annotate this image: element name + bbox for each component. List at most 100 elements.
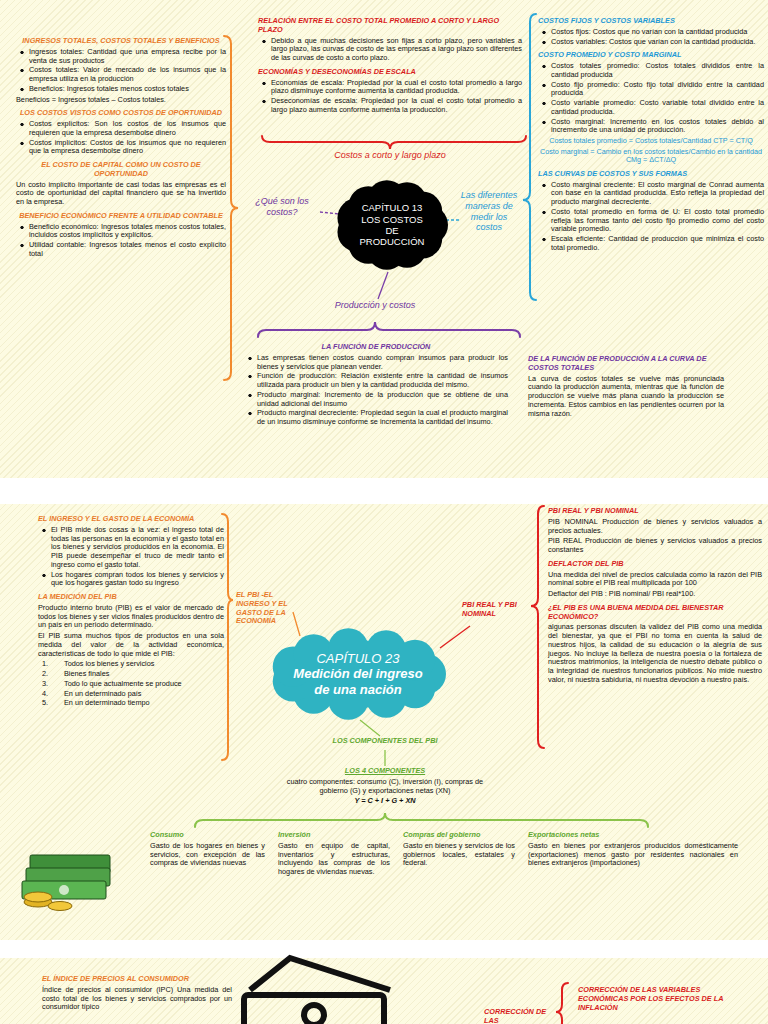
banknote-icon — [244, 958, 390, 1024]
text-group: Las diferentes maneras de medir los cost… — [460, 190, 518, 233]
text-group: Compras del gobiernoGasto en bienes y se… — [403, 826, 515, 870]
bullet-text: Costos fijos: Costos que no varían con l… — [538, 28, 764, 37]
section-heading: COSTO PROMEDIO Y COSTO MARGINAL — [538, 51, 764, 60]
banknote-outline — [250, 958, 390, 990]
text-group: DE LA FUNCIÓN DE PRODUCCIÓN A LA CURVA D… — [528, 350, 724, 420]
cloud-node: CAPÍTULO 23Medición del ingreso de una n… — [270, 628, 446, 720]
section-heading: LOS COMPONENTES DEL PBI — [300, 737, 470, 746]
bullet-text: Producto marginal: Incremento de la prod… — [244, 391, 508, 409]
bullet-text: Debido a que muchas decisiones son fijas… — [258, 37, 522, 63]
formula-text: cuatro componentes: consumo (C), inversi… — [280, 778, 490, 796]
bullet-text: Economías de escala: Propiedad por la cu… — [258, 79, 522, 97]
bullet-text: Escala eficiente: Cantidad de producción… — [538, 235, 764, 253]
text-group: INGRESOS TOTALES, COSTOS TOTALES Y BENEF… — [16, 32, 226, 260]
node-text-box: CAPÍTULO 23Medición del ingreso de una n… — [270, 628, 446, 720]
section-heading: Exportaciones netas — [528, 831, 738, 840]
banknote-outline — [244, 995, 384, 1024]
bullet-text: Costos totales promedio: Costos totales … — [538, 62, 764, 80]
section-heading: RELACIÓN ENTRE EL COSTO TOTAL PROMEDIO A… — [258, 17, 522, 35]
section-heading: LAS CURVAS DE COSTOS Y SUS FORMAS — [538, 170, 764, 179]
section-heading: Inversión — [278, 831, 390, 840]
section-heading: COSTOS FIJOS Y COSTOS VARIABLES — [538, 17, 764, 26]
list-number: 3. — [38, 680, 64, 689]
text-group: ConsumoGasto de los hogares en bienes y … — [150, 826, 265, 870]
leader-line — [440, 626, 470, 648]
paragraph: algunas personas discuten la validez del… — [548, 623, 762, 684]
text-group: LA FUNCIÓN DE PRODUCCIÓN Las empresas tie… — [244, 338, 508, 428]
text-group: Producción y costos — [300, 300, 450, 311]
bullet-text: Costos totales: Valor de mercado de los … — [16, 66, 226, 84]
paragraph: PIB REAL Producción de bienes y servicio… — [548, 537, 762, 555]
section-gap — [0, 940, 768, 958]
paragraph: Beneficios = Ingresos totales – Costos t… — [16, 96, 226, 105]
curly-bracket — [224, 36, 238, 380]
bullet-text: Deseconomías de escala: Propiedad por la… — [258, 97, 522, 115]
list-item: En un determinado tiempo — [64, 699, 150, 708]
list-item: Todo lo que actualmente se produce — [64, 680, 182, 689]
text-group: LOS COMPONENTES DEL PBI — [300, 732, 470, 748]
curly-bracket — [195, 813, 648, 827]
bullet-text: Beneficio económico: Ingresos totales me… — [16, 223, 226, 241]
bullet-text: Costo variable promedio: Costo variable … — [538, 99, 764, 117]
curly-bracket — [262, 136, 526, 149]
text-group: CORRECCIÓN DE LAS — [484, 1003, 556, 1024]
text-group: COSTOS FIJOS Y COSTOS VARIABLES Costos fi… — [538, 12, 764, 254]
paragraph: Un costo implícito importante de casi to… — [16, 181, 226, 207]
bullet-text: Costo marginal: Incremento en los costos… — [538, 118, 764, 136]
list-item: En un determinado país — [64, 690, 141, 699]
bullet-text: Utilidad contable: Ingresos totales meno… — [16, 241, 226, 259]
section-heading: Compras del gobierno — [403, 831, 515, 840]
leader-line — [446, 219, 460, 220]
coin — [24, 892, 52, 902]
section-heading: Consumo — [150, 831, 265, 840]
bullet-text: Costos variables: Costos que varían con … — [538, 38, 764, 47]
text-group: CORRECCIÓN DE LAS VARIABLES ECONÓMICAS P… — [578, 981, 738, 1014]
paragraph: Producto interno bruto (PIB) es el valor… — [38, 604, 224, 630]
list-row: 1.Todos los bienes y servicios — [38, 660, 224, 669]
banknote-seal — [304, 1005, 324, 1024]
section-heading: CORRECCIÓN DE LAS VARIABLES ECONÓMICAS P… — [578, 986, 738, 1012]
paragraph: Índice de precios al consumidor (IPC) Un… — [42, 986, 232, 1012]
section-heading: EL COSTO DE CAPITAL COMO UN COSTO DE OPO… — [16, 161, 226, 179]
section-heading: LOS COSTOS VISTOS COMO COSTOS DE OPORTUN… — [16, 109, 226, 118]
bullet-text: Ingresos totales: Cantidad que una empre… — [16, 48, 226, 66]
bullet-text: Costo marginal creciente: El costo margi… — [538, 181, 764, 207]
formula-text: Y = C + I + G + XN — [280, 797, 490, 806]
money-illustration — [22, 855, 110, 911]
coin — [48, 902, 72, 911]
section-heading: INGRESOS TOTALES, COSTOS TOTALES Y BENEF… — [16, 37, 226, 46]
branch-label: Costos a corto y largo plazo — [300, 150, 480, 161]
section-heading: LOS 4 COMPONENTES — [280, 767, 490, 776]
section-heading: PBI REAL Y PBI NOMINAL — [462, 601, 526, 619]
leader-line — [293, 612, 300, 636]
node-text-box: CAPÍTULO 13 LOS COSTOS DE PRODUCCIÓN — [336, 180, 448, 270]
text-group: LOS 4 COMPONENTES cuatro componentes: con… — [280, 762, 490, 808]
section-heading: LA FUNCIÓN DE PRODUCCIÓN — [244, 343, 508, 352]
list-number: 5. — [38, 699, 64, 708]
bullet-text: Costo fijo promedio: Costo fijo total di… — [538, 81, 764, 99]
curly-bracket — [523, 14, 536, 300]
list-row: 3.Todo lo que actualmente se produce — [38, 680, 224, 689]
section-heading: DE LA FUNCIÓN DE PRODUCCIÓN A LA CURVA D… — [528, 355, 724, 373]
leader-line — [360, 720, 380, 736]
section-heading: ¿EL PIB ES UNA BUENA MEDIDA DEL BIENESTA… — [548, 604, 762, 622]
text-group: PBI REAL Y PBI NOMINALPIB NOMINAL Produc… — [548, 502, 762, 687]
text-group: PBI REAL Y PBI NOMINAL — [462, 596, 526, 621]
paragraph: Una medida del nivel de precios calculad… — [548, 571, 762, 589]
text-group: EL INGRESO Y EL GASTO DE LA ECONOMÍAEl P… — [38, 510, 224, 709]
section-heading: CORRECCIÓN DE LAS — [484, 1008, 556, 1024]
bullet-text: Costo total promedio en forma de U: El c… — [538, 208, 764, 234]
bullet-text: Beneficios: Ingresos totales menos costo… — [16, 85, 226, 94]
bullet-text: Las empresas tienen costos cuando compra… — [244, 354, 508, 372]
text-group: RELACIÓN ENTRE EL COSTO TOTAL PROMEDIO A… — [258, 12, 522, 116]
list-row: 4.En un determinado país — [38, 690, 224, 699]
banknote-seal — [59, 885, 69, 895]
text-group: EL ÍNDICE DE PRECIOS AL CONSUMIDORÍndice… — [42, 970, 232, 1014]
section-heading: ECONOMÍAS Y DESECONOMÍAS DE ESCALA — [258, 68, 522, 77]
paragraph: Gasto en bienes por extranjeros producid… — [528, 842, 738, 868]
bullet-text: Costos implícitos: Costos de los insumos… — [16, 139, 226, 157]
paragraph: El PIB suma muchos tipos de productos en… — [38, 632, 224, 658]
text-group: ¿Qué son los costos? — [246, 196, 318, 218]
formula-text: Costo marginal = Cambio en los costos to… — [538, 148, 764, 165]
leader-line — [378, 272, 388, 299]
